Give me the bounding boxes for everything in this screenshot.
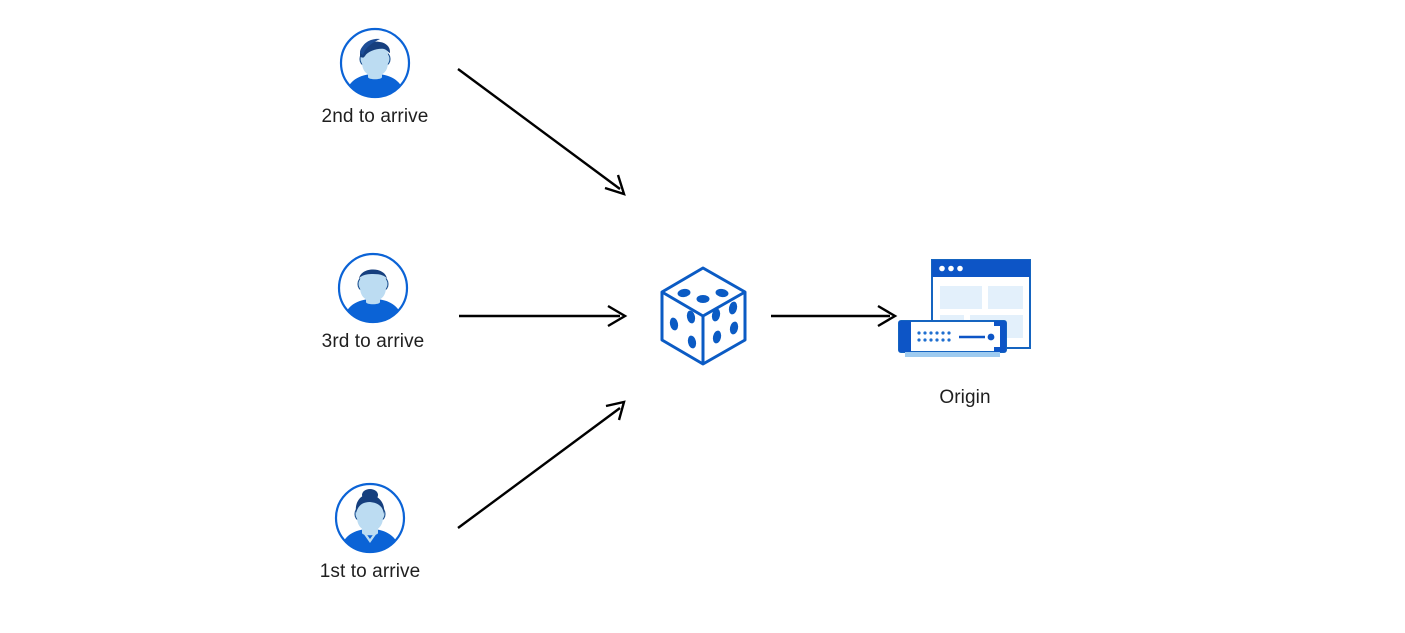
arrow-1st-to-dice: [457, 400, 626, 529]
node-label: Origin: [939, 387, 991, 408]
node-randomizer[interactable]: [655, 262, 755, 370]
node-visitor-2nd[interactable]: 2nd to arrive: [300, 26, 450, 128]
node-label: 2nd to arrive: [321, 106, 429, 127]
user-avatar-icon: [333, 481, 407, 555]
dice-icon: [655, 262, 755, 370]
node-visitor-3rd[interactable]: 3rd to arrive: [298, 251, 448, 353]
node-label: 3rd to arrive: [321, 331, 425, 352]
node-visitor-1st[interactable]: 1st to arrive: [295, 481, 445, 583]
user-avatar-icon: [338, 26, 412, 100]
arrow-dice-to-origin: [771, 304, 898, 328]
user-avatar-icon: [336, 251, 410, 325]
router-device: [898, 320, 1007, 357]
node-label: 1st to arrive: [319, 561, 421, 582]
origin-server-icon: [895, 255, 1035, 365]
arrow-2nd-to-dice: [457, 68, 626, 196]
node-origin[interactable]: Origin: [895, 255, 1035, 409]
arrow-3rd-to-dice: [459, 304, 628, 328]
